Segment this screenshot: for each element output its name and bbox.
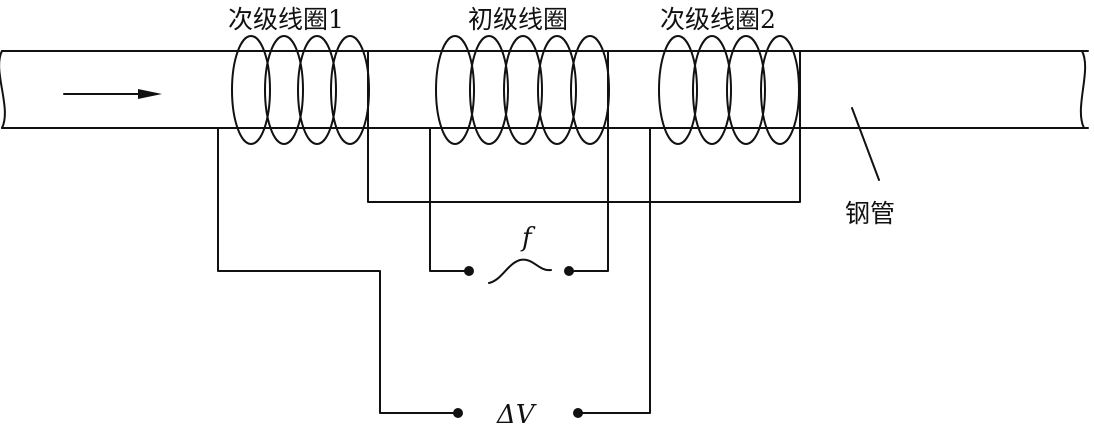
steel-pipe bbox=[0, 50, 1089, 129]
steel-pipe-leader bbox=[851, 107, 880, 181]
output-lead-left bbox=[217, 127, 459, 414]
primary-coil-label: 初级线圈 bbox=[468, 5, 568, 34]
secondary-interconnect-wire bbox=[367, 50, 801, 203]
frequency-label: f bbox=[520, 223, 536, 253]
primary-terminal-right bbox=[564, 266, 574, 276]
output-terminal-right bbox=[573, 408, 583, 418]
terminals bbox=[453, 266, 583, 418]
ac-source-symbol bbox=[488, 258, 552, 284]
primary-lead-left bbox=[429, 127, 470, 272]
output-lead-right bbox=[577, 127, 651, 414]
secondary-coil-1 bbox=[231, 35, 370, 145]
pipe-left-break bbox=[0, 50, 6, 129]
primary-coil bbox=[435, 35, 610, 145]
direction-arrow bbox=[63, 89, 162, 99]
secondary-coil-1-label: 次级线圈1 bbox=[228, 5, 344, 34]
voltage-diff-label: ΔV bbox=[496, 400, 537, 428]
arrow-head bbox=[138, 89, 162, 99]
primary-terminal-left bbox=[464, 266, 474, 276]
secondary-coil-2-label: 次级线圈2 bbox=[660, 5, 776, 34]
primary-lead-right bbox=[568, 50, 609, 272]
pipe-right-break bbox=[1079, 50, 1087, 129]
steel-pipe-label: 钢管 bbox=[845, 199, 895, 228]
output-terminal-left bbox=[453, 408, 463, 418]
